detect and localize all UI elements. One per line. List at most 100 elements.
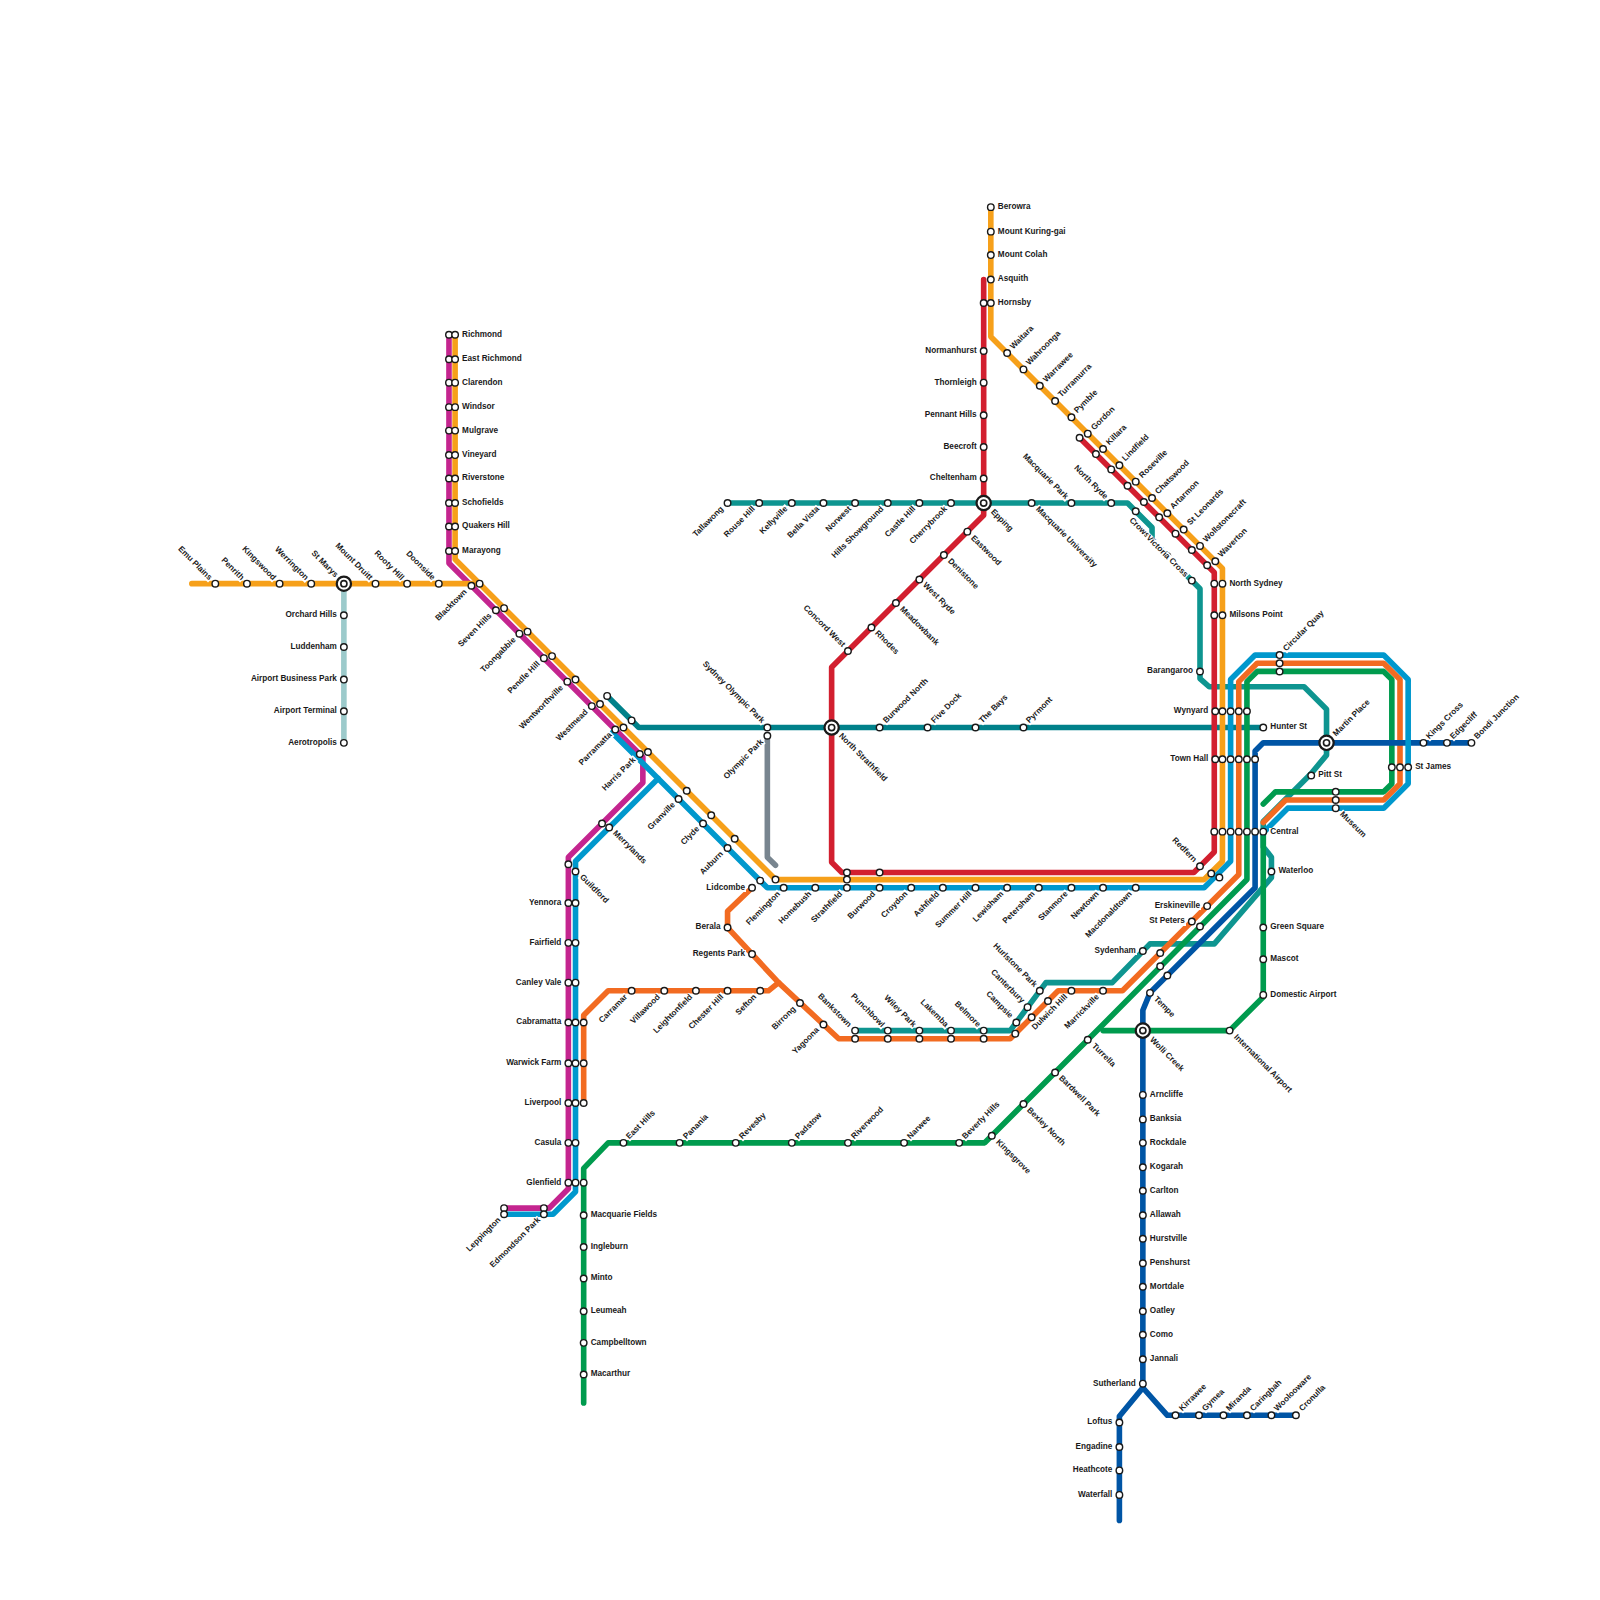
- station-label: Normanhurst: [924, 347, 977, 355]
- station-dot: [452, 523, 459, 530]
- station-dot: [1252, 756, 1259, 763]
- station-dot: [580, 1340, 587, 1347]
- station-dot: [549, 653, 556, 660]
- station-label: North Strathfield: [836, 732, 889, 785]
- station-dot: [541, 655, 548, 662]
- station-dot: [572, 868, 579, 875]
- interchange-dot: [1323, 740, 1329, 746]
- station-label: Allawah: [1149, 1211, 1182, 1219]
- station-label: Clyde: [679, 825, 702, 848]
- station-dot: [452, 379, 459, 386]
- station-dot: [1219, 612, 1226, 619]
- station-dot: [1216, 874, 1223, 881]
- station-dot: [1189, 577, 1196, 584]
- station-label: Guildford: [577, 873, 610, 906]
- station-dot: [988, 276, 995, 283]
- station-dot: [844, 876, 851, 883]
- station-label: Como: [1149, 1331, 1174, 1339]
- station-dot: [940, 884, 947, 891]
- station-dot: [1028, 1014, 1035, 1021]
- station-label: Pendle Hill: [506, 659, 543, 696]
- station-dot: [756, 500, 763, 507]
- station-dot: [1052, 1069, 1059, 1076]
- station-label: St Peters: [1148, 917, 1186, 925]
- station-dot: [1260, 924, 1267, 931]
- station-dot: [1157, 963, 1164, 970]
- station-dot: [493, 607, 500, 614]
- station-dot: [436, 580, 443, 587]
- station-dot: [1308, 772, 1315, 779]
- station-label: Engadine: [1075, 1443, 1114, 1451]
- station-dot: [580, 1371, 587, 1378]
- station-label: Yagoona: [791, 1026, 822, 1057]
- station-dot: [1020, 1101, 1027, 1108]
- station-label: Emu Plains: [176, 544, 214, 582]
- station-label: Penshurst: [1149, 1259, 1191, 1267]
- station-dot: [1244, 828, 1251, 835]
- station-dot: [452, 331, 459, 338]
- station-label: Cheltenham: [929, 474, 978, 482]
- station-label: West Ryde: [921, 581, 958, 618]
- interchange-dot: [1140, 1028, 1146, 1034]
- station-label: Bardwell Park: [1056, 1074, 1102, 1120]
- station-dot: [893, 600, 900, 607]
- station-label: Town Hall: [1169, 755, 1209, 763]
- station-dot: [1196, 1412, 1203, 1419]
- station-dot: [1028, 500, 1035, 507]
- station-dot: [948, 500, 955, 507]
- station-dot: [731, 836, 738, 843]
- station-dot: [988, 228, 995, 235]
- station-dot: [565, 1179, 572, 1186]
- station-dot: [1045, 998, 1052, 1005]
- station-label: Mulgrave: [461, 427, 499, 435]
- station-dot: [1332, 797, 1339, 804]
- station-dot: [1157, 950, 1164, 957]
- station-dot: [1037, 988, 1044, 995]
- station-dot: [1068, 500, 1075, 507]
- station-dot: [1076, 434, 1083, 441]
- station-dot: [1172, 530, 1179, 537]
- station-dot: [1140, 1116, 1147, 1123]
- station-label: Riverstone: [461, 474, 505, 482]
- station-dot: [580, 1308, 587, 1315]
- station-dot: [732, 1140, 739, 1147]
- station-dot: [1397, 764, 1404, 771]
- station-label: Concord West: [800, 603, 846, 649]
- station-label: Flemington: [744, 889, 782, 927]
- station-dot: [1084, 430, 1091, 437]
- station-dot: [749, 884, 756, 891]
- station-dot: [852, 1027, 859, 1034]
- station-dot: [565, 979, 572, 986]
- station-label: Tallawong: [691, 504, 726, 539]
- station-label: Martin Place: [1331, 697, 1372, 738]
- station-dot: [1244, 1412, 1251, 1419]
- station-dot: [980, 348, 987, 355]
- station-label: Blacktown: [434, 587, 470, 623]
- station-dot: [876, 869, 883, 876]
- station-label: Bondi Junction: [1473, 692, 1522, 741]
- station-dot: [972, 884, 979, 891]
- station-label: Artarmon: [1169, 479, 1202, 512]
- station-label: Kingsgrove: [993, 1137, 1032, 1176]
- station-dot: [580, 1060, 587, 1067]
- station-label: Asquith: [997, 275, 1029, 283]
- station-dot: [1260, 724, 1267, 731]
- station-label: Burwood North: [881, 677, 930, 726]
- station-label: Padstow: [793, 1110, 824, 1141]
- station-dot: [606, 824, 613, 831]
- station-label: Erskineville: [1154, 902, 1202, 910]
- station-label: Berowra: [997, 203, 1032, 211]
- station-dot: [1004, 350, 1011, 357]
- station-label: Macarthur: [590, 1370, 632, 1378]
- station-label: Mount Colah: [997, 251, 1049, 259]
- station-label: Pyrmont: [1025, 695, 1056, 726]
- station-label: Redfern: [1170, 836, 1199, 865]
- station-dot: [916, 576, 923, 583]
- station-dot: [1140, 1356, 1147, 1363]
- station-dot: [1140, 1283, 1147, 1290]
- station-dot: [1164, 972, 1171, 979]
- station-dot: [1140, 1164, 1147, 1171]
- station-dot: [572, 1140, 579, 1147]
- station-label: Luddenham: [289, 643, 337, 651]
- station-label: Hornsby: [997, 299, 1032, 307]
